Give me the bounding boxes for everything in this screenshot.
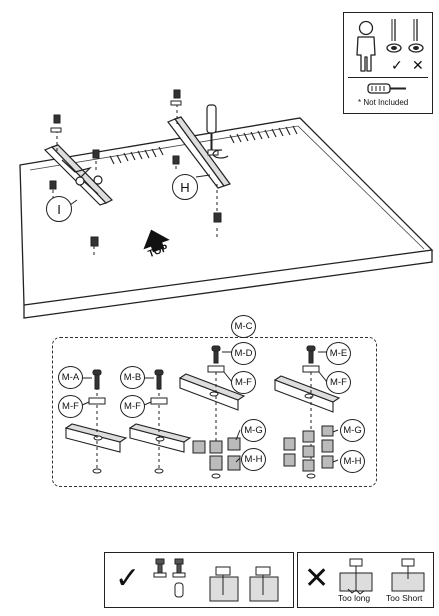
label-m-b: M-B <box>120 366 145 389</box>
bracket-right <box>167 116 231 189</box>
tv-back-panel <box>19 89 434 319</box>
label-m-g-2: M-G <box>340 419 365 442</box>
top-arrow <box>143 229 170 253</box>
ok-mark: ✓ <box>391 57 403 73</box>
correct-hardware-icons <box>153 558 279 602</box>
label-m-h-1: M-H <box>241 448 266 471</box>
no-mark: ✕ <box>412 57 424 73</box>
screwdriver-icon <box>367 83 406 94</box>
legend-divider <box>348 77 428 78</box>
bracket-left <box>43 144 114 206</box>
too-long-label: Too long <box>338 593 371 603</box>
too-short-label: Too Short <box>386 593 423 603</box>
legend-box: ✓ ✕ * Not Included <box>343 12 433 114</box>
label-m-e: M-E <box>326 342 351 365</box>
label-m-h-2: M-H <box>340 450 365 473</box>
screwdriver-ok-icon <box>386 19 402 53</box>
correct-usage-box: ✓ <box>104 552 294 608</box>
not-included-note: * Not Included <box>358 98 409 107</box>
label-m-c: M-C <box>231 315 256 338</box>
hardware-panel <box>52 337 377 487</box>
label-m-f-4: M-F <box>326 371 351 394</box>
screwdriver-no-icon <box>408 19 424 53</box>
screwdriver-main <box>206 104 229 159</box>
label-m-a: M-A <box>58 366 83 389</box>
check-mark: ✓ <box>115 562 141 595</box>
label-m-f-2: M-F <box>120 395 145 418</box>
cross-mark: ✕ <box>304 562 330 595</box>
label-m-f-3: M-F <box>231 371 256 394</box>
label-m-d: M-D <box>231 342 256 365</box>
incorrect-usage-box: ✕ Too long Too Short <box>297 552 434 608</box>
callout-h: H <box>172 174 198 200</box>
label-m-g-1: M-G <box>241 419 266 442</box>
label-m-f-1: M-F <box>58 395 83 418</box>
person-icon <box>356 20 376 72</box>
incorrect-hardware-icons <box>339 558 425 595</box>
callout-i: I <box>46 196 72 222</box>
